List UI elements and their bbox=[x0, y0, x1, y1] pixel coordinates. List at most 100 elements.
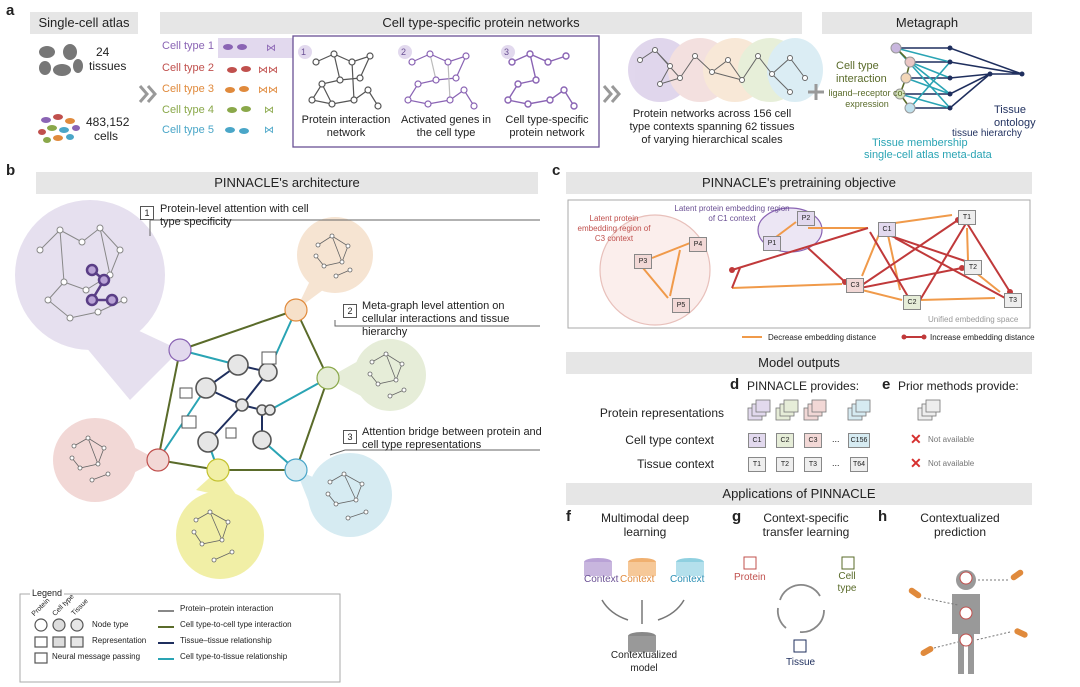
e-title: Prior methods provide: bbox=[898, 379, 1019, 393]
protein-label: Protein bbox=[734, 572, 766, 583]
step-1-label: Protein interaction network bbox=[301, 114, 391, 139]
cells-icon bbox=[38, 114, 80, 143]
atlas-metadata-label: single-cell atlas meta-data bbox=[864, 149, 992, 161]
cells-label: cells bbox=[94, 129, 119, 143]
callout-3-number: 3 bbox=[343, 430, 357, 444]
tissue-ontology-label: Tissue ontology bbox=[994, 104, 1036, 129]
node-c3: C3 bbox=[846, 278, 864, 293]
panel-g-letter: g bbox=[732, 508, 742, 525]
g-title: Context-specific transfer learning bbox=[762, 511, 850, 539]
cell-type-3-label: Cell type 3 bbox=[162, 83, 214, 95]
node-c1: C1 bbox=[878, 222, 896, 237]
tissue-label: Tissue bbox=[786, 657, 816, 668]
legend-ct-line bbox=[158, 658, 174, 660]
panel-h-letter: h bbox=[878, 508, 888, 525]
svg-text:⋈⋈: ⋈⋈ bbox=[258, 65, 278, 76]
step-2-number: 2 bbox=[401, 47, 407, 57]
node-t1: T1 bbox=[958, 210, 976, 225]
callout-1-text: Protein-level attention with cell type s… bbox=[160, 203, 309, 228]
cell-type-4-label: Cell type 4 bbox=[162, 104, 214, 116]
cell-type-label: Cell type bbox=[837, 571, 857, 594]
svg-text:⋈: ⋈ bbox=[264, 105, 274, 116]
tissues-label: tissues bbox=[89, 59, 127, 73]
chip-t2: T2 bbox=[776, 457, 794, 472]
chip-ellipsis-cells: ... bbox=[832, 434, 840, 444]
region-c1-label: Latent protein embedding region of C1 co… bbox=[674, 204, 790, 223]
chip-c3: C3 bbox=[804, 433, 822, 448]
tissues-count: 24 bbox=[96, 45, 110, 59]
node-c2: C2 bbox=[903, 295, 921, 310]
cell-type-interaction-label: Cell type interaction bbox=[836, 60, 887, 85]
svg-text:⋈: ⋈ bbox=[264, 125, 274, 136]
cell-type-5-label: Cell type 5 bbox=[162, 124, 214, 136]
context-2-label: Context bbox=[620, 574, 655, 585]
ligand-receptor-label: ligand–receptor co-expression bbox=[828, 88, 906, 109]
not-available-cell: Not available bbox=[928, 435, 975, 444]
not-available-tissue: Not available bbox=[928, 459, 975, 468]
row-tissue-context: Tissue context bbox=[637, 457, 714, 471]
step-2-label: Activated genes in the cell type bbox=[401, 114, 491, 139]
svg-text:⋈: ⋈ bbox=[266, 43, 276, 54]
row-protein-representations: Protein representations bbox=[599, 406, 724, 420]
tissue-membership-label: Tissue membership bbox=[872, 137, 968, 149]
cross-icon-tissue: ✕ bbox=[910, 455, 922, 471]
node-p5: P5 bbox=[672, 298, 690, 313]
node-t3: T3 bbox=[1004, 293, 1022, 308]
chip-c2: C2 bbox=[776, 433, 794, 448]
panel-a-letter: a bbox=[6, 2, 15, 19]
chip-c1: C1 bbox=[748, 433, 766, 448]
callout-1-number: 1 bbox=[140, 206, 154, 220]
row-cell-type-context: Cell type context bbox=[625, 433, 714, 447]
pretraining-title: PINNACLE's pretraining objective bbox=[566, 172, 1032, 194]
panel-c-letter: c bbox=[552, 162, 561, 179]
panel-d-letter: d bbox=[730, 376, 740, 393]
decrease-label: Decrease embedding distance bbox=[768, 333, 877, 342]
increase-label: Increase embedding distance bbox=[930, 333, 1035, 342]
legend-ct-label: Cell type-to-tissue relationship bbox=[180, 652, 288, 661]
legend-ppi-label: Protein–protein interaction bbox=[180, 604, 274, 613]
callout-2-text: Meta-graph level attention on cellular i… bbox=[362, 300, 510, 338]
node-p4: P4 bbox=[689, 237, 707, 252]
node-p1: P1 bbox=[763, 236, 781, 251]
node-p2: P2 bbox=[797, 211, 815, 226]
networks-caption: Protein networks across 156 cell type co… bbox=[629, 108, 795, 146]
legend-message-passing: Neural message passing bbox=[52, 652, 141, 661]
h-title: Contextualized prediction bbox=[920, 511, 1000, 539]
chip-t1: T1 bbox=[748, 457, 766, 472]
svg-text:⋈⋈: ⋈⋈ bbox=[258, 85, 278, 96]
legend-node-type: Node type bbox=[92, 620, 129, 629]
contextualized-model-label: Contextualized model bbox=[610, 650, 678, 674]
applications-title: Applications of PINNACLE bbox=[566, 483, 1032, 505]
tissue-hierarchy-label: tissue hierarchy bbox=[952, 128, 1023, 139]
callout-3-text: Attention bridge between protein and cel… bbox=[362, 426, 542, 451]
f-title: Multimodal deep learning bbox=[600, 511, 690, 539]
chip-t64: T64 bbox=[850, 457, 868, 472]
legend-cc-line bbox=[158, 626, 174, 628]
organ-icons bbox=[39, 44, 83, 76]
context-3-label: Context bbox=[670, 574, 705, 585]
legend-cc-label: Cell type-to-cell type interaction bbox=[180, 620, 292, 629]
cell-type-2-label: Cell type 2 bbox=[162, 62, 214, 74]
legend-tt-label: Tissue–tissue relationship bbox=[180, 636, 272, 645]
node-t2: T2 bbox=[964, 260, 982, 275]
architecture-title: PINNACLE's architecture bbox=[36, 172, 538, 194]
panel-b-letter: b bbox=[6, 162, 16, 179]
legend-representation: Representation bbox=[92, 636, 147, 645]
d-title: PINNACLE provides: bbox=[747, 379, 860, 393]
chip-c156: C156 bbox=[848, 433, 870, 448]
step-3-number: 3 bbox=[504, 47, 510, 57]
cross-icon-cell: ✕ bbox=[910, 431, 922, 447]
cell-type-shapes: ⋈ ⋈⋈ ⋈⋈ ⋈ ⋈ bbox=[223, 43, 278, 136]
panel-f-letter: f bbox=[566, 508, 571, 525]
cell-type-1-label: Cell type 1 bbox=[162, 40, 214, 52]
legend-title: Legend bbox=[30, 588, 65, 598]
unified-space-label: Unified embedding space bbox=[928, 315, 1019, 324]
step-1-number: 1 bbox=[301, 47, 307, 57]
node-p3: P3 bbox=[634, 254, 652, 269]
metagraph-title: Metagraph bbox=[822, 12, 1032, 34]
chip-ellipsis-tissues: ... bbox=[832, 458, 840, 468]
region-c3-label: Latent protein embedding region of C3 co… bbox=[577, 214, 651, 243]
cells-count: 483,152 bbox=[86, 115, 130, 129]
legend-tt-line bbox=[158, 642, 174, 644]
